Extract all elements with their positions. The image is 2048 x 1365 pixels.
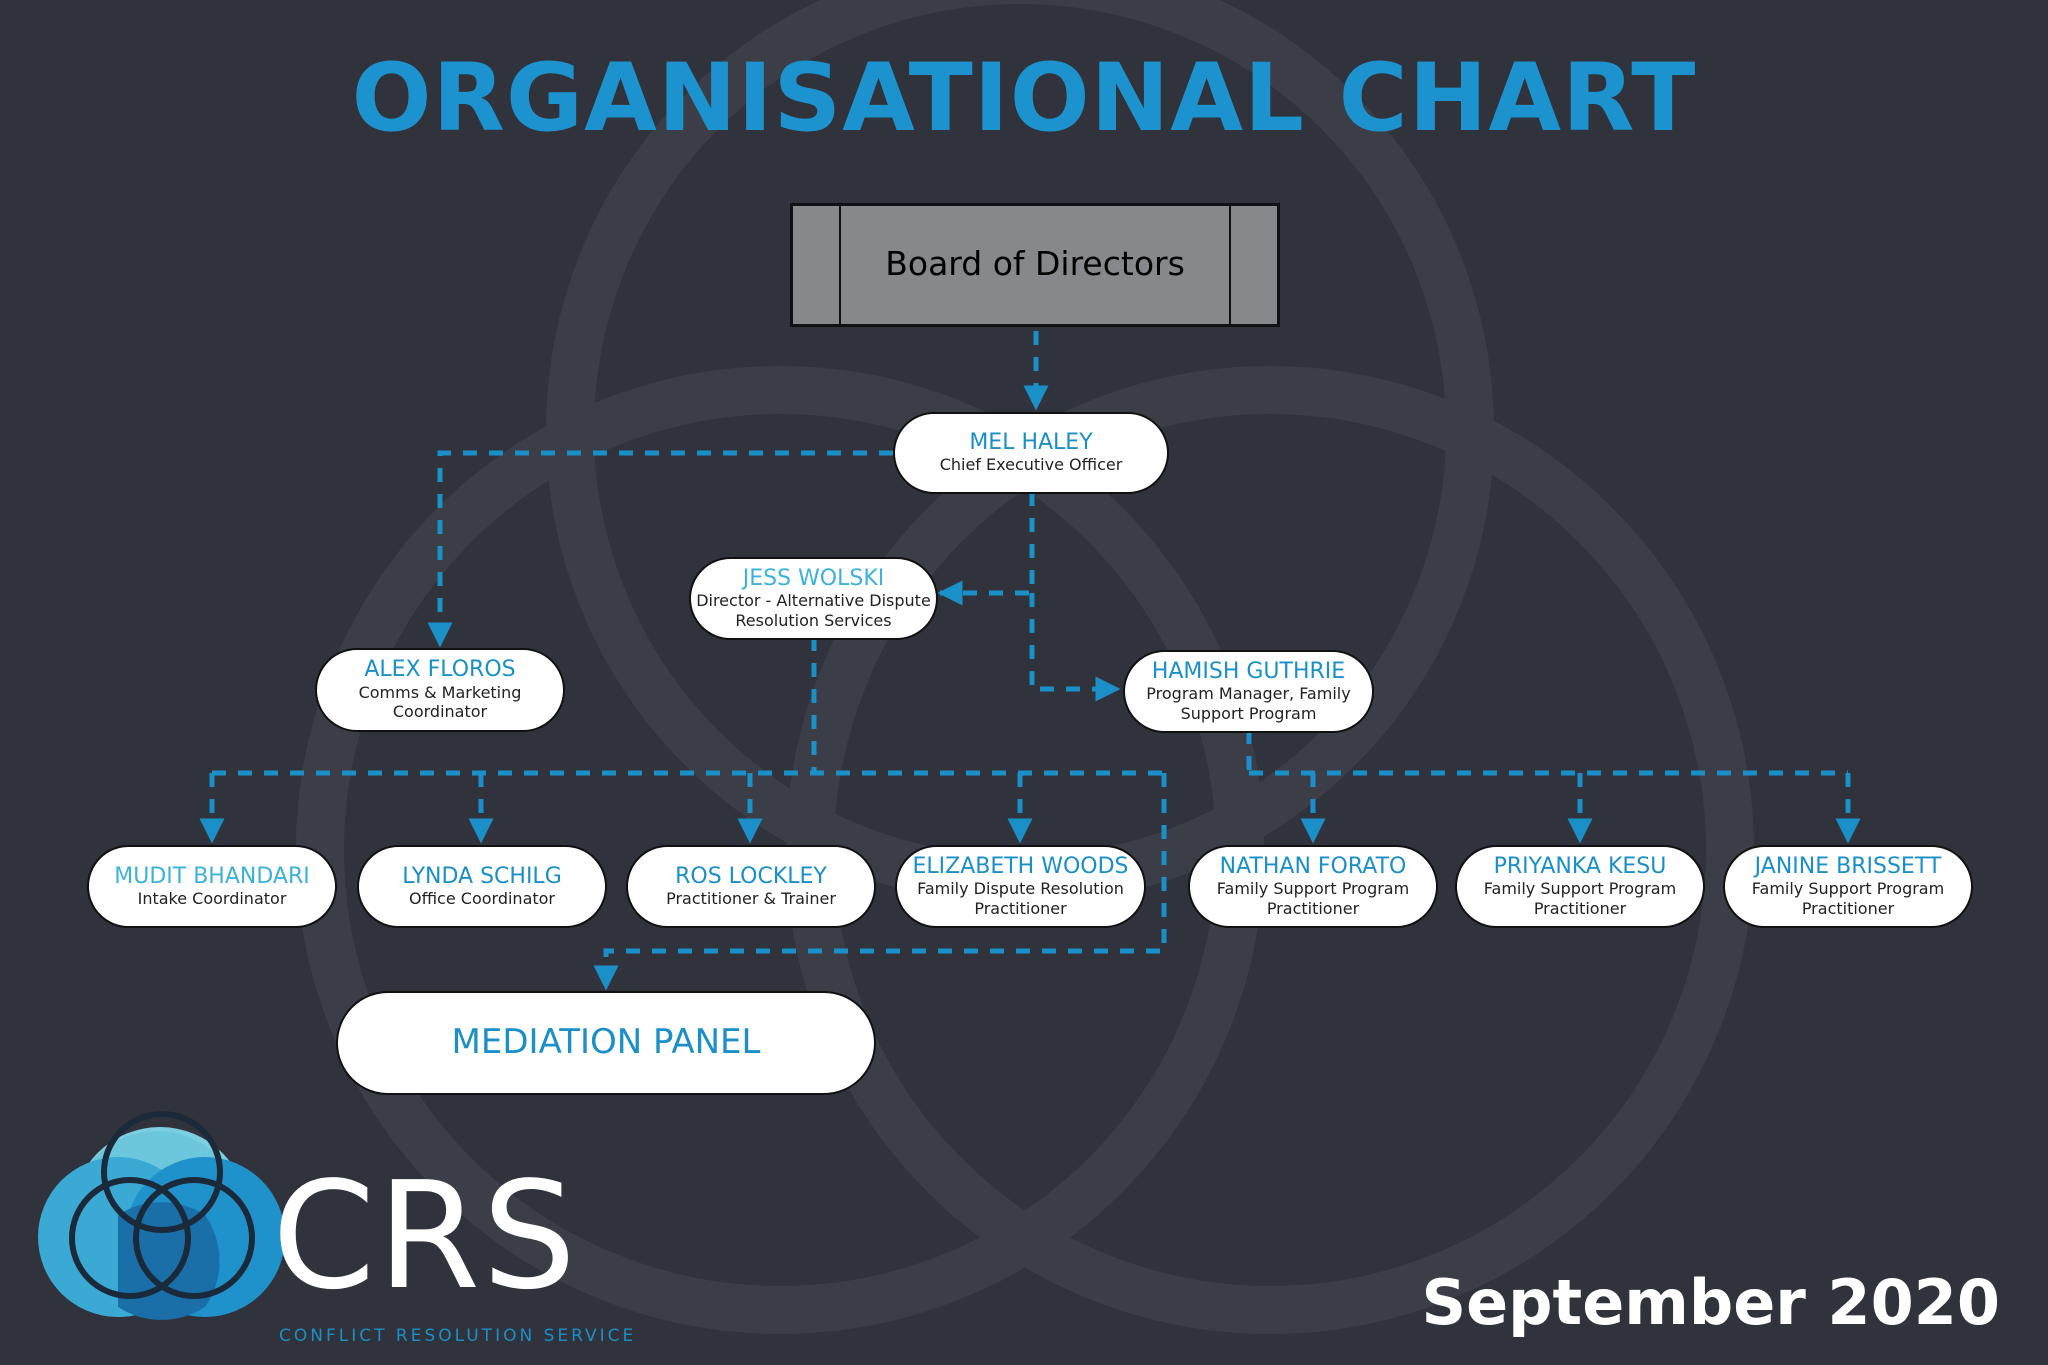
node-hamish-guthrie: HAMISH GUTHRIE Program Manager, Family S… bbox=[1123, 650, 1374, 733]
node-name: MEL HALEY bbox=[969, 430, 1093, 456]
node-priyanka-kesu: PRIYANKA KESU Family Support Program Pra… bbox=[1455, 845, 1705, 928]
connector-panel bbox=[593, 773, 1167, 991]
node-name: MUDIT BHANDARI bbox=[114, 863, 310, 889]
node-name: HAMISH GUTHRIE bbox=[1151, 658, 1346, 684]
node-name: MEDIATION PANEL bbox=[451, 1022, 761, 1063]
connector-mel-alex bbox=[427, 450, 893, 648]
node-role: Family Dispute Resolution Practitioner bbox=[917, 879, 1124, 918]
node-name: NATHAN FORATO bbox=[1219, 853, 1407, 879]
node-ros-lockley: ROS LOCKLEY Practitioner & Trainer bbox=[626, 845, 876, 928]
node-mel-haley: MEL HALEY Chief Executive Officer bbox=[893, 412, 1169, 494]
crs-logo-text: CRS bbox=[272, 1150, 579, 1322]
node-name: LYNDA SCHILG bbox=[402, 863, 562, 889]
node-role: Director - Alternative Dispute Resolutio… bbox=[696, 591, 931, 630]
node-role: Intake Coordinator bbox=[137, 888, 287, 908]
node-name: ELIZABETH WOODS bbox=[912, 853, 1129, 879]
node-mediation-panel: MEDIATION PANEL bbox=[336, 991, 876, 1095]
node-nathan-forato: NATHAN FORATO Family Support Program Pra… bbox=[1188, 845, 1438, 928]
chart-date: September 2020 bbox=[1421, 1266, 2000, 1339]
node-role: Office Coordinator bbox=[408, 888, 556, 908]
node-janine-brissett: JANINE BRISSETT Family Support Program P… bbox=[1723, 845, 1973, 928]
connector-mel-hamish bbox=[1029, 593, 1121, 702]
node-role: Family Support Program Practitioner bbox=[1751, 879, 1945, 918]
node-role: Practitioner & Trainer bbox=[666, 888, 836, 908]
node-name: ROS LOCKLEY bbox=[675, 863, 827, 889]
node-name: PRIYANKA KESU bbox=[1493, 853, 1667, 879]
node-role: Family Support Program Practitioner bbox=[1216, 879, 1410, 918]
board-label: Board of Directors bbox=[885, 244, 1185, 283]
node-role: Program Manager, Family Support Program bbox=[1146, 684, 1351, 723]
connector-mel-jess bbox=[937, 492, 1035, 606]
node-role: Comms & Marketing Coordinator bbox=[358, 682, 522, 722]
node-elizabeth-woods: ELIZABETH WOODS Family Dispute Resolutio… bbox=[895, 845, 1146, 928]
node-name: JESS WOLSKI bbox=[742, 565, 885, 591]
node-jess-wolski: JESS WOLSKI Director - Alternative Dispu… bbox=[689, 557, 938, 640]
board-of-directors-box: Board of Directors bbox=[790, 203, 1280, 327]
crs-logo-subtitle: CONFLICT RESOLUTION SERVICE bbox=[279, 1326, 637, 1346]
node-mudit-bhandari: MUDIT BHANDARI Intake Coordinator bbox=[87, 845, 337, 928]
node-alex-floros: ALEX FLOROS Comms & Marketing Coordinato… bbox=[315, 648, 565, 732]
node-role: Chief Executive Officer bbox=[939, 455, 1123, 475]
node-role: Family Support Program Practitioner bbox=[1483, 879, 1677, 918]
crs-logo-mark bbox=[38, 1111, 285, 1320]
node-name: JANINE BRISSETT bbox=[1754, 853, 1942, 879]
page-title: ORGANISATIONAL CHART bbox=[351, 44, 1697, 153]
node-lynda-schilg: LYNDA SCHILG Office Coordinator bbox=[357, 845, 607, 928]
board-left-bar bbox=[839, 206, 841, 324]
board-right-bar bbox=[1229, 206, 1231, 324]
node-name: ALEX FLOROS bbox=[364, 657, 516, 683]
